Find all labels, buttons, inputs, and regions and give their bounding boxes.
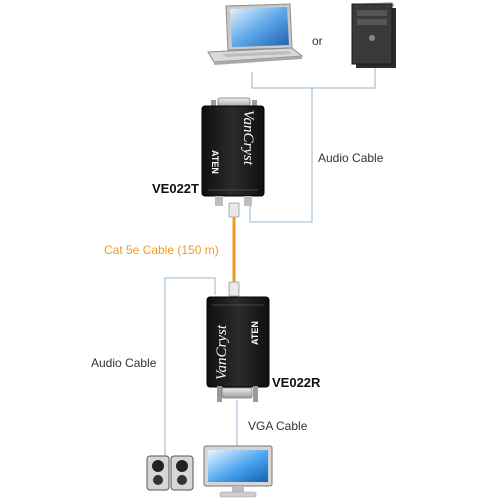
laptop-icon: [207, 3, 304, 65]
transmitter-brand: VanCryst: [240, 110, 256, 166]
computer-connection-line: [312, 68, 376, 89]
monitor-icon: [203, 445, 273, 498]
audio-cable-bottom-label: Audio Cable: [91, 356, 157, 370]
audio-cable-top-label: Audio Cable: [318, 151, 384, 165]
cat5e-cable-label: Cat 5e Cable (150 m): [104, 243, 219, 257]
transmitter-maker: ATEN: [210, 150, 220, 174]
cat5e-cable: [228, 202, 240, 297]
vga-cable-label: VGA Cable: [248, 419, 308, 433]
receiver-brand: VanCryst: [214, 324, 230, 380]
transmitter-model-label: VE022T: [152, 181, 199, 196]
receiver-maker: ATEN: [250, 321, 260, 345]
or-label: or: [312, 34, 323, 48]
ve022t-transmitter: VanCryst ATEN: [201, 97, 265, 206]
audio-cable-top-line: [249, 72, 313, 223]
audio-cable-bottom-line: [164, 277, 216, 458]
receiver-model-label: VE022R: [272, 375, 321, 390]
speakers-icon: [146, 455, 194, 491]
tower-pc-icon: [351, 2, 396, 68]
ve022r-receiver: VanCryst ATEN: [206, 296, 270, 402]
